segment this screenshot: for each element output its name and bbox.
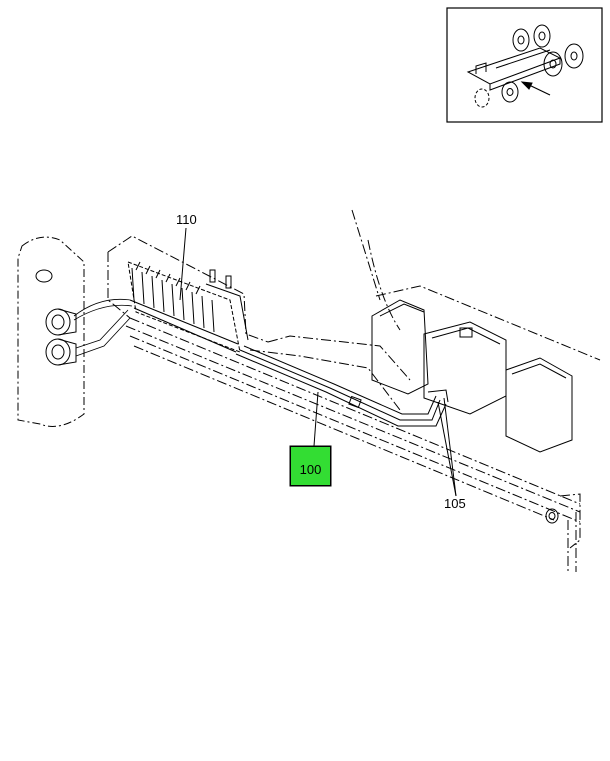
left-panel: [17, 236, 85, 427]
callout-105: 105: [444, 496, 466, 511]
terminal-block: [127, 261, 249, 353]
locator-inset: [446, 7, 603, 123]
knob-icon: [35, 269, 77, 366]
vehicle-chassis-icon: [466, 24, 584, 108]
bolt-icon: [545, 508, 559, 524]
callout-100: 100: [290, 446, 331, 486]
knob-wires: [73, 298, 133, 357]
leader-lines: [179, 227, 457, 497]
location-arrow-icon: [520, 81, 551, 96]
wire-harness: [235, 345, 449, 427]
module-boxes: [371, 299, 573, 453]
dashboard-outline: [107, 209, 601, 572]
callout-110: 110: [176, 212, 197, 227]
